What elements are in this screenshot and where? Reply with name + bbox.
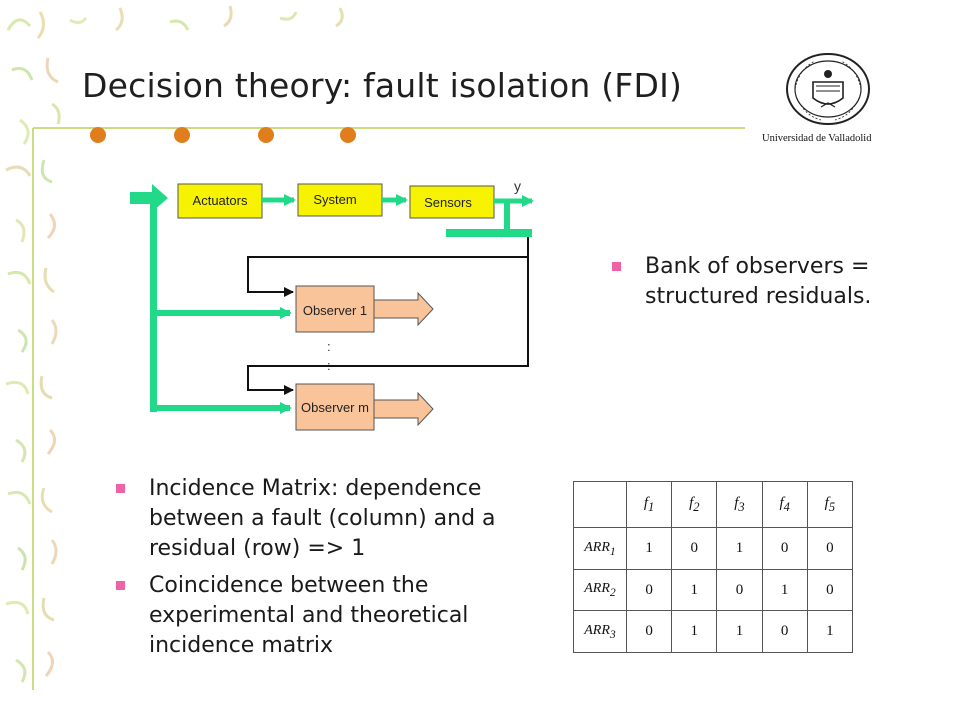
- title-dot: [340, 127, 356, 143]
- left-bullet-list: Incidence Matrix: dependence between a f…: [116, 474, 526, 668]
- column-header: f4: [761, 480, 808, 529]
- ellipsis-top: :: [327, 339, 331, 354]
- observer-m-label: Observer m: [301, 400, 369, 415]
- input-rail: [130, 184, 292, 414]
- residual-m-arrow: [373, 391, 434, 427]
- table-cell: 1: [716, 527, 763, 570]
- observer-1-label: Observer 1: [303, 303, 367, 318]
- row-header: ARR2: [573, 568, 627, 612]
- observer-1-block: [295, 285, 375, 333]
- feedback-lines: [247, 237, 529, 395]
- title-dot: [90, 127, 106, 143]
- table-row: ARR1 1 0 1 0 0: [573, 527, 854, 570]
- table-cell: 0: [671, 527, 718, 570]
- system-block: [297, 183, 383, 217]
- bullet-incidence-matrix: Incidence Matrix: dependence between a f…: [116, 474, 526, 564]
- system-label: System: [313, 192, 356, 207]
- slide-title: Decision theory: fault isolation (FDI): [82, 66, 683, 105]
- table-header-row: f1 f2 f3 f4 f5: [573, 480, 854, 529]
- table-cell: 0: [761, 610, 808, 653]
- foliage-strip: [5, 5, 344, 683]
- table-cell: 1: [625, 527, 673, 570]
- actuators-label: Actuators: [193, 193, 248, 208]
- table-cell: 0: [716, 568, 763, 612]
- table-cell: 1: [671, 610, 718, 653]
- column-header: f5: [806, 480, 854, 529]
- row-header: ARR3: [573, 610, 627, 653]
- table-cell: 1: [671, 568, 718, 612]
- table-cell: 1: [761, 568, 808, 612]
- ellipsis-bottom: :: [327, 358, 331, 373]
- university-name: Universidad de Valladolid: [762, 133, 872, 144]
- sensors-label: Sensors: [424, 195, 472, 210]
- table-cell: 0: [625, 610, 673, 653]
- corner-cell: [573, 480, 627, 529]
- incidence-matrix-table: f1 f2 f3 f4 f5 ARR1 1 0 1 0 0 ARR2 0 1 0…: [573, 480, 854, 653]
- row-header: ARR1: [573, 527, 627, 570]
- bullet-bank-of-observers: Bank of observers = structured residuals…: [612, 252, 872, 312]
- title-dot: [258, 127, 274, 143]
- table-cell: 0: [625, 568, 673, 612]
- title-dot: [174, 127, 190, 143]
- output-bus: [446, 229, 532, 237]
- table-cell: 0: [806, 527, 854, 570]
- column-header: f3: [716, 480, 763, 529]
- observer-m-block: [295, 383, 375, 431]
- residual-1-arrow: [373, 291, 434, 327]
- column-header: f2: [671, 480, 718, 529]
- table-cell: 0: [806, 568, 854, 612]
- table-row: ARR3 0 1 1 0 1: [573, 610, 854, 653]
- table-row: ARR2 0 1 0 1 0: [573, 568, 854, 612]
- right-bullet-list: Bank of observers = structured residuals…: [612, 252, 872, 312]
- table-cell: 1: [806, 610, 854, 653]
- table-cell: 1: [716, 610, 763, 653]
- bullet-coincidence: Coincidence between the experimental and…: [116, 571, 526, 661]
- table-cell: 0: [761, 527, 808, 570]
- actuators-block: [177, 183, 263, 219]
- university-seal-icon: [786, 53, 870, 125]
- column-header: f1: [625, 480, 673, 529]
- output-y-label: y: [514, 178, 521, 194]
